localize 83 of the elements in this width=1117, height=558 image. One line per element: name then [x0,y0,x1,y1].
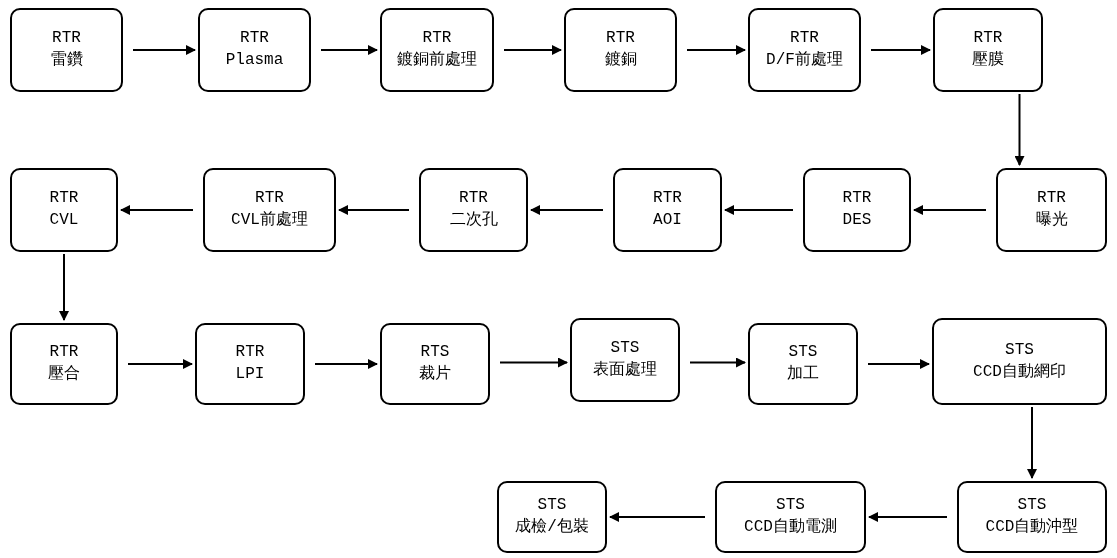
step-label: STS [1005,339,1034,361]
step-label: RTR [653,188,682,210]
step-label: RTR [606,28,635,50]
arrow [1027,406,1037,479]
step-label: CCD自動沖型 [985,517,1079,538]
process-box [932,318,1107,405]
process-box [380,8,494,92]
step-label: STS [788,342,818,364]
process-box [497,481,607,553]
arrow [913,205,987,215]
process-box [748,8,861,92]
step-label: STS [776,495,805,517]
arrow [320,45,378,55]
step-label: 曝光 [1035,210,1068,231]
step-label: RTR [49,188,79,210]
step-label: RTR [790,28,819,50]
process-box [748,323,858,405]
process-box [380,323,490,405]
process-box [570,318,680,402]
step-label: AOI [653,210,682,231]
arrow [724,205,794,215]
step-label: RTR [52,28,81,50]
process-box [198,8,311,92]
step-label: 裁片 [419,364,451,385]
step-label: CVL [49,210,79,231]
step-label: RTR [973,28,1003,50]
arrow [689,357,746,368]
process-box [613,168,722,252]
step-label: STS [537,495,567,517]
arrow [132,45,196,55]
step-label: RTS [420,342,450,364]
step-label: RTR [235,342,265,364]
process-box [564,8,677,92]
step-label: CCD自動電測 [744,517,837,538]
arrow [609,512,706,522]
step-label: RTR [255,188,284,210]
arrow [868,512,948,522]
step-label: STS [1017,495,1047,517]
arrow [127,359,193,369]
arrow [120,205,194,215]
arrow [314,359,378,369]
step-label: 成檢/包裝 [515,517,589,538]
process-box [933,8,1043,92]
arrow [1014,93,1025,166]
arrow [503,45,562,55]
step-label: 雷鑽 [50,50,83,71]
step-label: STS [610,338,640,360]
step-label: LPI [235,364,265,385]
process-box [195,323,305,405]
step-label: 鍍銅 [604,50,637,71]
process-box [996,168,1107,252]
arrow [59,253,69,321]
process-box [419,168,528,252]
step-label: 壓膜 [972,50,1004,71]
step-label: RTR [459,188,488,210]
arrow [530,205,604,215]
step-label: RTR [1037,188,1066,210]
step-label: RTR [842,188,872,210]
process-box [10,323,118,405]
process-box [715,481,866,553]
process-box [803,168,911,252]
step-label: 壓合 [48,364,80,385]
step-label: DES [842,210,872,231]
step-label: CCD自動網印 [973,361,1066,383]
step-label: 鍍銅前處理 [397,50,477,71]
process-box [203,168,336,252]
arrow [867,359,930,369]
arrow [499,357,568,368]
process-box [10,8,123,92]
step-label: RTR [422,28,452,50]
arrow [686,45,746,55]
step-label: RTR [240,28,269,50]
step-label: 加工 [787,364,819,385]
step-label: 表面處理 [593,360,657,381]
step-label: 二次孔 [449,210,498,231]
process-box [10,168,118,252]
step-label: Plasma [225,50,284,71]
step-label: RTR [49,342,79,364]
process-box [957,481,1107,553]
step-label: CVL前處理 [231,210,308,231]
arrow [338,205,410,215]
arrow [870,45,931,55]
step-label: D/F前處理 [766,50,843,71]
